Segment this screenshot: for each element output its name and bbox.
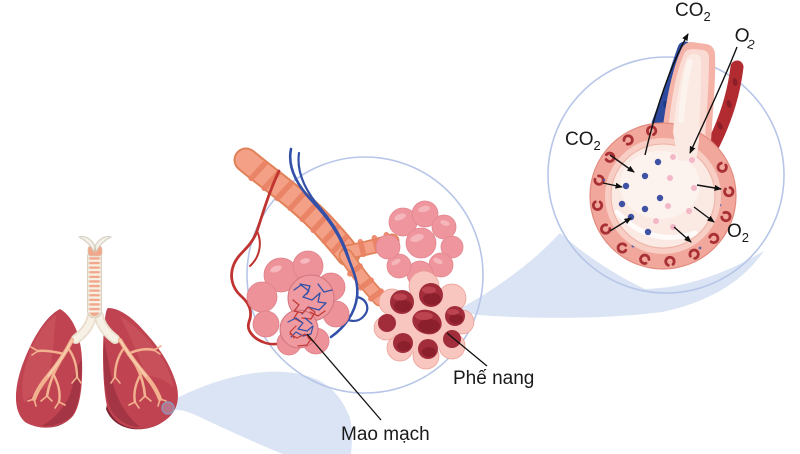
co2-in-arrow-1 bbox=[609, 154, 635, 173]
zoom-wedge-bronchiole-to-alveolus bbox=[459, 233, 764, 318]
co2-in-arrow-2 bbox=[602, 182, 623, 189]
duct-lumen bbox=[673, 53, 701, 163]
bronchiole-panel bbox=[230, 147, 475, 370]
co2-exhale-arrow bbox=[644, 33, 689, 156]
right-lung-inner-shadow bbox=[103, 340, 140, 427]
alveolus-label: Phế nang bbox=[453, 368, 535, 389]
bronchial-tree-left bbox=[27, 337, 82, 409]
capillary-label: Mao mạch bbox=[341, 424, 430, 445]
bronchiole-tube bbox=[233, 147, 400, 307]
alveolus-leader-line bbox=[446, 332, 488, 367]
gas-exchange-arrows bbox=[602, 33, 738, 243]
bronchiole-zoom-outline bbox=[246, 156, 484, 394]
lung-zoom-marker bbox=[161, 401, 175, 415]
o2-blood-label: O2 bbox=[727, 221, 750, 245]
capillary-cluster bbox=[246, 250, 350, 356]
o2-out-arrow-2 bbox=[693, 206, 715, 223]
alveolus-zoom-outline bbox=[547, 56, 785, 294]
bronchial-tree-right bbox=[110, 337, 167, 409]
capillary-mesh bbox=[287, 283, 333, 347]
zoom-wedge-lung-to-bronchiole bbox=[171, 371, 352, 454]
o2-inhale-arrow bbox=[689, 46, 738, 154]
left-lung-inner-shadow bbox=[42, 360, 82, 427]
trachea bbox=[87, 249, 102, 319]
o2-airway-label: O2 bbox=[732, 24, 757, 53]
co2-in-arrow-3 bbox=[609, 217, 632, 232]
o2-dots bbox=[653, 154, 697, 230]
o2-out-arrow-1 bbox=[696, 184, 722, 191]
right-lung-sheen bbox=[120, 316, 174, 388]
lungs bbox=[15, 236, 178, 430]
label-leader-lines bbox=[306, 332, 488, 421]
bronchiole-stripes bbox=[248, 160, 393, 302]
co2-airway-label: CO2 bbox=[675, 0, 711, 24]
main-bronchi bbox=[71, 311, 120, 344]
larynx bbox=[77, 236, 113, 257]
capillary-leader-line bbox=[306, 333, 382, 421]
o2-out-arrow-3 bbox=[673, 226, 692, 243]
co2-blood-label: CO2 bbox=[565, 129, 601, 153]
cut-alveoli-cavities bbox=[378, 283, 465, 359]
zoom-wedges bbox=[171, 233, 764, 454]
left-lung-sheen bbox=[22, 315, 56, 403]
alveolus-panel bbox=[589, 33, 744, 270]
alveoli-cluster-cut bbox=[373, 270, 475, 370]
